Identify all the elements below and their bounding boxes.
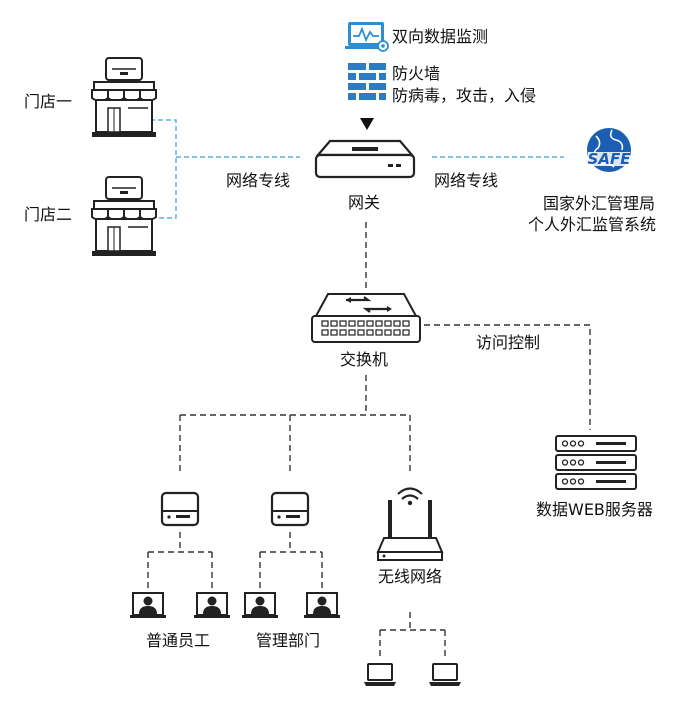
arrow-down-icon	[360, 118, 374, 130]
lan-lines	[147, 222, 591, 660]
store-icon	[91, 57, 157, 138]
laptop-icon	[428, 663, 462, 687]
monitor-label: 双向数据监测	[392, 27, 489, 46]
safe-line1-label: 国家外汇管理局	[543, 194, 656, 213]
desktop-user-icon	[303, 592, 341, 619]
desktop-user-icon	[129, 592, 167, 619]
switch-label: 交换机	[340, 350, 389, 369]
store-icon	[91, 176, 157, 257]
wifi-router-icon	[376, 487, 444, 561]
store-two-label: 门店二	[24, 205, 73, 224]
server-icon	[555, 435, 637, 490]
firewall-label: 防火墙	[392, 64, 441, 83]
gateway-icon	[314, 139, 416, 179]
mgmt-label: 管理部门	[256, 631, 321, 650]
host-box-icon	[270, 491, 310, 527]
staff-label: 普通员工	[146, 631, 211, 650]
left-link-label: 网络专线	[226, 171, 291, 190]
store-one-label: 门店一	[24, 92, 73, 111]
web-server-label: 数据WEB服务器	[536, 500, 653, 519]
store-links	[150, 119, 300, 219]
laptop-icon	[363, 663, 397, 687]
safe-line2-label: 个人外汇监管系统	[528, 215, 657, 234]
safe-logo-text: SAFE	[588, 150, 632, 168]
host-box-icon	[160, 491, 200, 527]
monitor-icon	[345, 22, 389, 52]
access-control-label: 访问控制	[476, 333, 541, 352]
safe-logo	[587, 128, 631, 172]
gateway-label: 网关	[348, 193, 381, 212]
desktop-user-icon	[193, 592, 231, 619]
firewall-icon	[348, 63, 386, 100]
right-link-label: 网络专线	[434, 171, 499, 190]
firewall-threats-label: 防病毒，攻击，入侵	[392, 86, 537, 105]
desktop-user-icon	[241, 592, 279, 619]
wireless-label: 无线网络	[378, 567, 443, 586]
switch-icon	[311, 293, 421, 343]
